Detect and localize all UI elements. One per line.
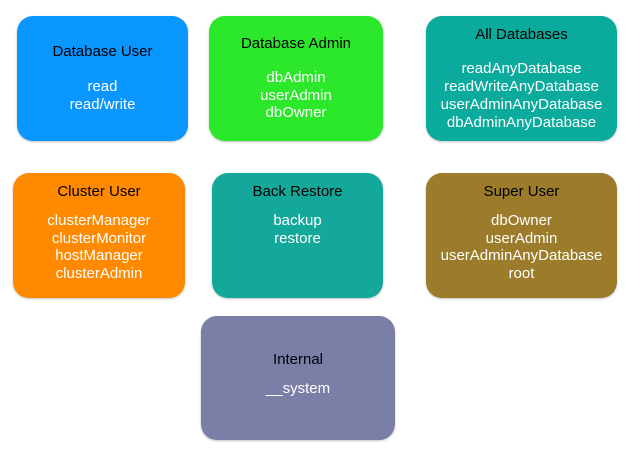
super-user-card: Super User dbOwner userAdmin userAdminAn… <box>426 173 617 298</box>
internal-title: Internal <box>272 351 324 368</box>
role-clusteradmin: clusterAdmin <box>55 264 143 282</box>
role-system: __system <box>265 380 331 397</box>
super-user-roles: dbOwner userAdmin userAdminAnyDatabase r… <box>441 212 603 282</box>
back-restore-roles: backup restore <box>273 212 321 247</box>
all-databases-roles: readAnyDatabase readWriteAnyDatabase use… <box>441 60 603 132</box>
cluster-user-card: Cluster User clusterManager clusterMonit… <box>13 173 185 298</box>
database-user-title: Database User <box>52 43 153 60</box>
database-admin-title: Database Admin <box>240 35 352 52</box>
database-user-card: Database User read read/write <box>17 16 188 141</box>
role-useradmin: userAdmin <box>485 229 558 247</box>
role-backup: backup <box>273 212 322 229</box>
cluster-user-title: Cluster User <box>57 183 141 200</box>
role-hostmanager: hostManager <box>55 247 143 264</box>
cluster-user-roles: clusterManager clusterMonitor hostManage… <box>47 212 150 282</box>
role-clustermonitor: clusterMonitor <box>51 229 147 247</box>
role-read: read <box>87 78 118 95</box>
super-user-title: Super User <box>483 183 560 200</box>
internal-card: Internal __system <box>201 316 395 440</box>
role-readwriteanydatabase: readWriteAnyDatabase <box>444 78 599 95</box>
database-admin-roles: dbAdmin userAdmin dbOwner <box>260 69 332 122</box>
back-restore-title: Back Restore <box>252 183 343 200</box>
all-databases-title: All Databases <box>475 26 568 43</box>
role-clustermanager: clusterManager <box>47 212 151 229</box>
role-dbowner: dbOwner <box>265 104 327 121</box>
role-useradmin: userAdmin <box>260 86 332 104</box>
role-readanydatabase: readAnyDatabase <box>461 60 582 77</box>
internal-roles: __system <box>266 380 330 398</box>
database-admin-card: Database Admin dbAdmin userAdmin dbOwner <box>209 16 383 141</box>
role-root: root <box>508 264 535 282</box>
role-dbadminanydatabase: dbAdminAnyDatabase <box>446 114 597 131</box>
database-user-roles: read read/write <box>70 78 136 113</box>
all-databases-card: All Databases readAnyDatabase readWriteA… <box>426 16 617 141</box>
back-restore-card: Back Restore backup restore <box>212 173 383 298</box>
role-dbadmin: dbAdmin <box>266 69 326 86</box>
role-restore: restore <box>274 229 321 247</box>
role-read-write: read/write <box>69 95 136 113</box>
role-useradminanydatabase: userAdminAnyDatabase <box>440 247 603 264</box>
role-dbowner: dbOwner <box>491 212 552 229</box>
role-useradminanydatabase: userAdminAnyDatabase <box>440 96 603 113</box>
